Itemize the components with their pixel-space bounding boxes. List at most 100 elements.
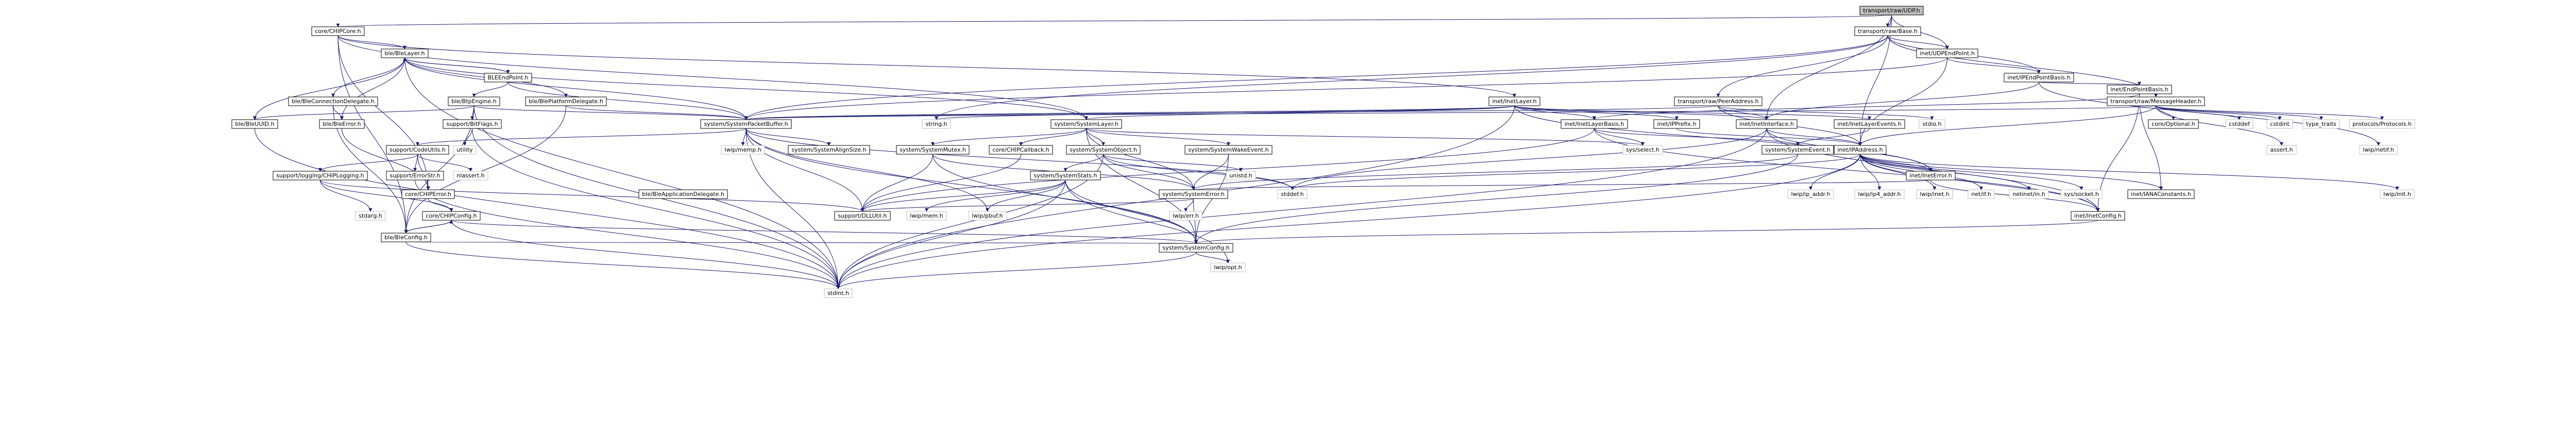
node-typetraits[interactable]: type_traits — [2302, 119, 2340, 129]
node-ianaconst[interactable]: inet/IANAConstants.h — [2127, 189, 2195, 199]
edge-syserror-to-lwiperr — [1184, 198, 1194, 212]
node-sysconfig[interactable]: system/SystemConfig.h — [1159, 243, 1233, 253]
edge-msgheader-to-assert — [2156, 105, 2283, 146]
node-label: sys/socket.h — [2064, 191, 2099, 198]
node-netif[interactable]: net/if.h — [1968, 189, 1995, 199]
node-inetlayerbasis[interactable]: inet/InetLayerBasis.h — [1561, 119, 1628, 129]
node-lwipinit[interactable]: lwip/init.h — [2380, 189, 2415, 199]
node-bleuuid[interactable]: ble/BleUUID.h — [231, 119, 278, 129]
node-nlmemp[interactable]: lwip/memp.h — [721, 145, 765, 155]
edge-sysevent-to-syserror — [1192, 154, 1798, 190]
node-box — [386, 171, 444, 181]
node-uintstd[interactable]: unistd.h — [1226, 171, 1256, 181]
node-box — [1761, 145, 1834, 155]
node-utility[interactable]: utility — [453, 145, 477, 155]
edge-chiperror-to-chipconfig — [428, 198, 453, 212]
edge-msgheader-to-ipaddress — [1858, 105, 2156, 146]
node-syssocket[interactable]: sys/socket.h — [2060, 189, 2103, 199]
node-lwiperr[interactable]: lwip/err.h — [1169, 211, 1202, 221]
node-label: inet/InetLayerBasis.h — [1564, 121, 1624, 127]
node-protocols[interactable]: protocols/Protocols.h — [2349, 119, 2415, 129]
node-label: ble/BtpEngine.h — [451, 98, 497, 105]
node-chiplogging[interactable]: support/logging/CHIPLogging.h — [273, 171, 368, 181]
node-bleplatdel[interactable]: ble/BlePlatformDelegate.h — [525, 96, 607, 106]
node-chipcore[interactable]: core/CHIPCore.h — [311, 26, 365, 36]
node-sysstats[interactable]: system/SystemStats.h — [1030, 171, 1101, 181]
node-lwippbuf[interactable]: lwip/pbuf.h — [968, 211, 1007, 221]
node-lwipinet[interactable]: lwip/inet.h — [1916, 189, 1953, 199]
node-tbase[interactable]: transport/raw/Base.h — [1854, 26, 1921, 36]
node-cstdint[interactable]: cstdint — [2266, 119, 2293, 129]
node-inetiface[interactable]: inet/InetInterface.h — [1736, 119, 1798, 129]
node-box — [1030, 171, 1101, 181]
node-bleconfig[interactable]: ble/BleConfig.h — [381, 233, 431, 242]
node-cstddef[interactable]: cstddef — [2225, 119, 2253, 129]
node-nlassert[interactable]: nlassert.h — [453, 171, 488, 181]
node-syscallback[interactable]: core/CHIPCallback.h — [989, 145, 1053, 155]
node-codeutils[interactable]: support/CodeUtils.h — [386, 145, 449, 155]
node-sysselect[interactable]: sys/select.h — [1622, 145, 1663, 155]
node-chipconfig[interactable]: core/CHIPConfig.h — [422, 211, 481, 221]
node-blelayer[interactable]: ble/BleLayer.h — [381, 48, 429, 58]
node-syserror[interactable]: system/SystemError.h — [1159, 189, 1228, 199]
node-sysalign[interactable]: system/SystemAlignSize.h — [788, 145, 870, 155]
node-chiperror[interactable]: core/CHIPError.h — [401, 189, 455, 199]
node-ipendpointbasis[interactable]: inet/IPEndPointBasis.h — [2004, 73, 2074, 83]
node-errorstr[interactable]: support/ErrorStr.h — [386, 171, 444, 181]
edge-blebtp-to-syspktbuf — [473, 105, 748, 120]
node-inetevents[interactable]: inet/InetLayerEvents.h — [1834, 119, 1905, 129]
node-box — [1488, 96, 1540, 106]
node-box — [1968, 189, 1995, 199]
node-optional[interactable]: core/Optional.h — [2148, 119, 2199, 129]
node-string_h[interactable]: string.h — [922, 119, 951, 129]
node-lwipip[interactable]: lwip/ip_addr.h — [1787, 189, 1834, 199]
node-blebtp[interactable]: ble/BtpEngine.h — [448, 96, 500, 106]
edge-inetlayerbasis-to-sysselect — [1594, 128, 1645, 146]
node-bleendpoint[interactable]: BLEEndPoint.h — [484, 73, 532, 83]
node-label: inet/IPPrefix.h — [1657, 121, 1696, 127]
edge-chiplogging-to-stdarg — [320, 179, 372, 212]
node-sysmutex[interactable]: system/SystemMutex.h — [896, 145, 970, 155]
node-label: inet/InetLayerEvents.h — [1837, 121, 1902, 127]
node-udpendpoint[interactable]: inet/UDPEndPoint.h — [1916, 48, 1978, 58]
node-syswake[interactable]: system/SystemWakeEvent.h — [1184, 145, 1273, 155]
node-sysevent[interactable]: system/SystemEvent.h — [1761, 145, 1834, 155]
node-bitflags[interactable]: support/BitFlags.h — [443, 119, 502, 129]
node-inetprefix[interactable]: inet/IPPrefix.h — [1653, 119, 1700, 129]
node-msgheader[interactable]: transport/raw/MessageHeader.h — [2107, 96, 2205, 106]
node-box — [386, 145, 449, 155]
node-sysobject[interactable]: system/SystemObject.h — [1066, 145, 1141, 155]
node-endpointbasis[interactable]: inet/EndPointBasis.h — [2107, 85, 2172, 94]
node-ipaddress[interactable]: inet/IPAddress.h — [1834, 145, 1887, 155]
node-bleerror[interactable]: ble/BleError.h — [319, 119, 365, 129]
node-lwipip4[interactable]: lwip/ip4_addr.h — [1854, 189, 1905, 199]
node-syslayer[interactable]: system/SystemLayer.h — [1050, 119, 1122, 129]
node-bleappdel[interactable]: ble/BleApplicationDelegate.h — [638, 189, 728, 199]
node-label: assert.h — [2270, 146, 2293, 153]
node-lwipmem[interactable]: lwip/mem.h — [906, 211, 947, 221]
node-syspktbuf[interactable]: system/SystemPacketBuffer.h — [700, 119, 792, 129]
node-peeraddr[interactable]: transport/raw/PeerAddress.h — [1674, 96, 1762, 106]
node-stdio[interactable]: stdio.h — [1919, 119, 1945, 129]
node-inetlayer[interactable]: inet/InetLayer.h — [1488, 96, 1540, 106]
node-dlllist[interactable]: support/DLLUtil.h — [834, 211, 891, 221]
node-label: inet/IPAddress.h — [1837, 146, 1883, 153]
edge-syserror-to-dlllist — [860, 198, 1194, 212]
node-inetconfig[interactable]: inet/InetConfig.h — [2071, 211, 2125, 221]
node-stdarg[interactable]: stdarg.h — [355, 211, 386, 221]
node-stddef[interactable]: stddef.h — [1277, 189, 1308, 199]
node-lwipnetif[interactable]: lwip/netif.h — [2359, 145, 2398, 155]
node-assert[interactable]: assert.h — [2266, 145, 2297, 155]
edge-bleuuid-to-stdint — [255, 128, 840, 289]
node-lwipopt[interactable]: lwip/opt.h — [1210, 262, 1246, 272]
edge-inetlayer-to-inetlayerbasis — [1514, 105, 1596, 120]
node-root[interactable]: transport/raw/UDP.h — [1859, 6, 1924, 15]
node-blecondel[interactable]: ble/BleConnectionDelegate.h — [288, 96, 378, 106]
edge-ipaddress-to-stdint — [836, 154, 1860, 289]
node-ineterror[interactable]: inet/InetError.h — [1906, 171, 1956, 181]
node-netinetin[interactable]: netinet/in.h — [2009, 189, 2049, 199]
node-stdint[interactable]: stdint.h — [824, 288, 853, 298]
edge-inetiface-to-ipaddress — [1766, 128, 1862, 146]
node-label: sys/select.h — [1626, 146, 1659, 153]
nodes-layer: transport/raw/UDP.h core/CHIPCore.h transp… — [231, 6, 2415, 298]
